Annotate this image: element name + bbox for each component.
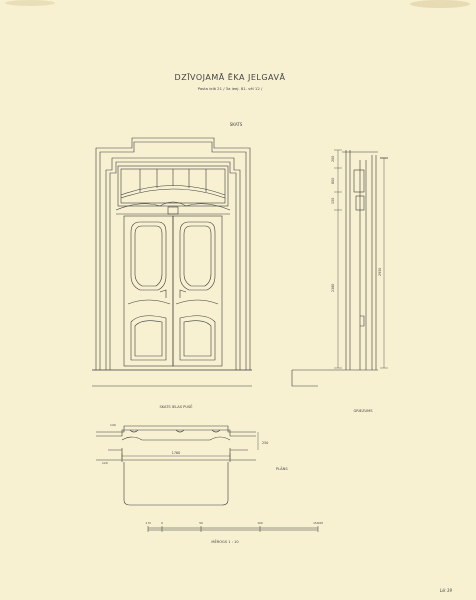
scale-tick-label: 50 xyxy=(199,521,203,525)
scale-tick-label: 1 M xyxy=(145,521,151,525)
dim-plan-small-b: 120 xyxy=(102,461,108,465)
plan-caption: PLĀNS xyxy=(276,466,288,471)
drawing-subtitle: Pasta ielā 21 / 3a ieej. 81. vēl 12 / xyxy=(198,86,263,91)
section-dimensions xyxy=(334,149,388,369)
plan-dimensions xyxy=(121,432,259,459)
dim-section-height-a: 2380 xyxy=(331,284,335,292)
door-elevation xyxy=(95,137,251,370)
drawing-title: DZĪVOJAMĀ ĒKA JELGAVĀ xyxy=(175,72,286,82)
dim-section-top: 200 xyxy=(331,156,335,162)
dim-plan-small-a: 140 xyxy=(110,423,116,427)
door-section xyxy=(291,150,388,387)
paper-stain xyxy=(5,0,55,6)
scale-tick-label: 150CM xyxy=(313,521,323,525)
sheet-number: Lik 39 xyxy=(440,588,452,593)
paper-stain xyxy=(410,0,470,8)
dim-plan-depth: 250 xyxy=(262,441,268,445)
scale-tick-label: 0 xyxy=(161,521,163,525)
scale-tick-label: 100 xyxy=(257,521,263,525)
elevation-label: SKATS xyxy=(230,122,243,127)
section-label: GRIEZUMS xyxy=(353,409,373,413)
dim-section-height-b: 2950 xyxy=(378,268,382,276)
scale-bar xyxy=(147,526,319,532)
dim-plan-width: 1760 xyxy=(172,451,180,455)
scale-label: MĒROGS 1 : 10 xyxy=(211,539,239,544)
dim-section-lower: 150 xyxy=(331,198,335,204)
plan-label: SKATS IELAS PUSĒ xyxy=(159,404,193,409)
dim-section-mid: 800 xyxy=(331,178,335,184)
door-plan xyxy=(96,425,256,506)
